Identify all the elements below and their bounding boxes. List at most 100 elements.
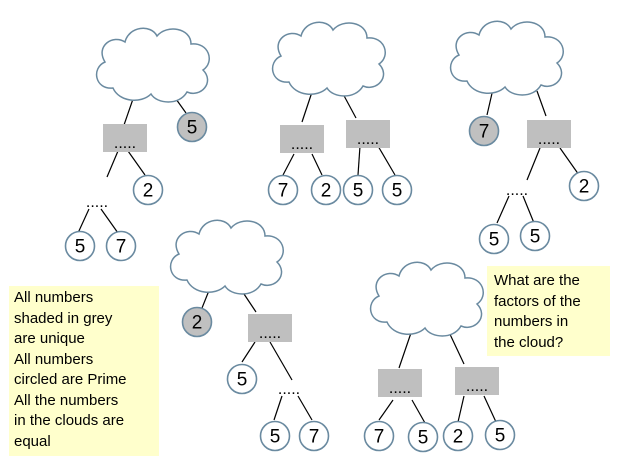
box-dots-label: ..... <box>357 131 379 148</box>
number-label: 7 <box>374 427 385 448</box>
cloud-icon <box>169 219 284 295</box>
branch-line <box>123 98 134 126</box>
number-label: 2 <box>192 313 203 334</box>
factor-box <box>378 369 422 397</box>
branch-line <box>175 98 187 114</box>
branch-line <box>127 150 146 176</box>
prime-number-circle <box>132 174 164 206</box>
question-line: numbers in <box>494 313 569 330</box>
question-line: factors of the <box>494 292 581 310</box>
rules-note: All numbers shaded in grey are unique Al… <box>9 286 159 456</box>
dots-label: ..... <box>278 381 300 398</box>
prime-number-circle <box>484 419 516 451</box>
branch-line <box>457 395 465 423</box>
branch-line <box>447 329 465 365</box>
cloud-icon <box>95 27 210 103</box>
prime-number-circle <box>381 174 413 206</box>
prime-number-circle <box>568 170 600 202</box>
prime-number-circle <box>226 363 258 395</box>
question-line: What are the <box>494 272 580 289</box>
prime-number-circle <box>478 223 510 255</box>
dots-label: ..... <box>506 182 528 199</box>
branch-line <box>282 153 295 176</box>
number-label: 7 <box>116 237 127 258</box>
number-label: 5 <box>418 428 429 449</box>
rules-line: All numbers <box>14 350 94 368</box>
branch-line <box>522 195 535 224</box>
branch-line <box>483 395 497 423</box>
number-label: 5 <box>75 237 86 258</box>
branch-line <box>398 329 413 369</box>
number-label: 5 <box>489 230 500 251</box>
rules-line: All the numbers <box>14 391 119 409</box>
shaded-number-circle <box>176 111 208 143</box>
box-dots-label: ..... <box>538 131 560 148</box>
branch-line <box>273 395 283 421</box>
branch-line <box>357 145 361 176</box>
factor-box <box>280 125 324 153</box>
cloud-icon <box>449 20 564 96</box>
box-dots-label: ..... <box>259 325 281 342</box>
tree-5: .......... 7 5 2 5 <box>363 261 516 453</box>
factor-box <box>455 367 499 395</box>
prime-number-circle <box>342 174 374 206</box>
branch-line <box>526 147 541 181</box>
prime-number-circle <box>298 420 330 452</box>
shaded-number-circle <box>468 115 500 147</box>
prime-number-circle <box>259 420 291 452</box>
number-label: 7 <box>309 427 320 448</box>
dots-label: ..... <box>86 194 108 211</box>
rules-line: are unique <box>14 330 85 347</box>
factor-box <box>527 120 571 148</box>
branch-line <box>301 91 313 123</box>
prime-number-circle <box>267 174 299 206</box>
number-label: 5 <box>495 426 506 447</box>
box-dots-label: ..... <box>389 380 411 397</box>
box-dots-label: ..... <box>466 378 488 395</box>
number-label: 7 <box>278 181 289 202</box>
prime-number-circle <box>105 230 137 262</box>
prime-number-circle <box>310 174 342 206</box>
tree-4: .......... 2 5 5 7 <box>169 219 330 452</box>
number-label: 7 <box>479 122 490 143</box>
number-label: 5 <box>270 427 281 448</box>
question-note: What are the factors of the numbers in t… <box>487 266 610 356</box>
rules-line: circled are Prime <box>14 371 127 388</box>
rules-line: in the clouds are <box>14 412 125 429</box>
branch-line <box>269 341 293 381</box>
box-dots-label: ..... <box>114 135 136 152</box>
number-label: 2 <box>321 181 332 202</box>
factor-box <box>346 120 390 148</box>
prime-number-circle <box>519 220 551 252</box>
branch-line <box>297 395 313 421</box>
tree-3: .......... 7 2 5 5 <box>449 20 600 255</box>
branch-line <box>378 399 394 421</box>
branch-line <box>77 208 90 234</box>
branch-line <box>496 195 510 224</box>
number-label: 5 <box>353 181 364 202</box>
prime-number-circle <box>64 230 96 262</box>
question-line: the cloud? <box>494 333 564 351</box>
rules-line: shaded in grey <box>14 309 113 327</box>
factor-box <box>248 314 292 342</box>
rules-line: All numbers <box>14 289 94 306</box>
number-label: 2 <box>579 177 590 198</box>
branch-line <box>106 150 119 178</box>
prime-number-circle <box>363 420 395 452</box>
branch-line <box>311 153 323 176</box>
number-label: 2 <box>453 427 464 448</box>
number-label: 5 <box>530 227 541 248</box>
number-label: 5 <box>237 370 248 391</box>
factor-box <box>103 124 147 152</box>
branch-line <box>241 341 256 363</box>
branch-line <box>559 147 580 176</box>
shaded-number-circle <box>181 306 213 338</box>
branch-line <box>411 399 426 424</box>
prime-number-circle <box>442 420 474 452</box>
branch-line <box>100 208 119 234</box>
branch-line <box>377 145 396 176</box>
